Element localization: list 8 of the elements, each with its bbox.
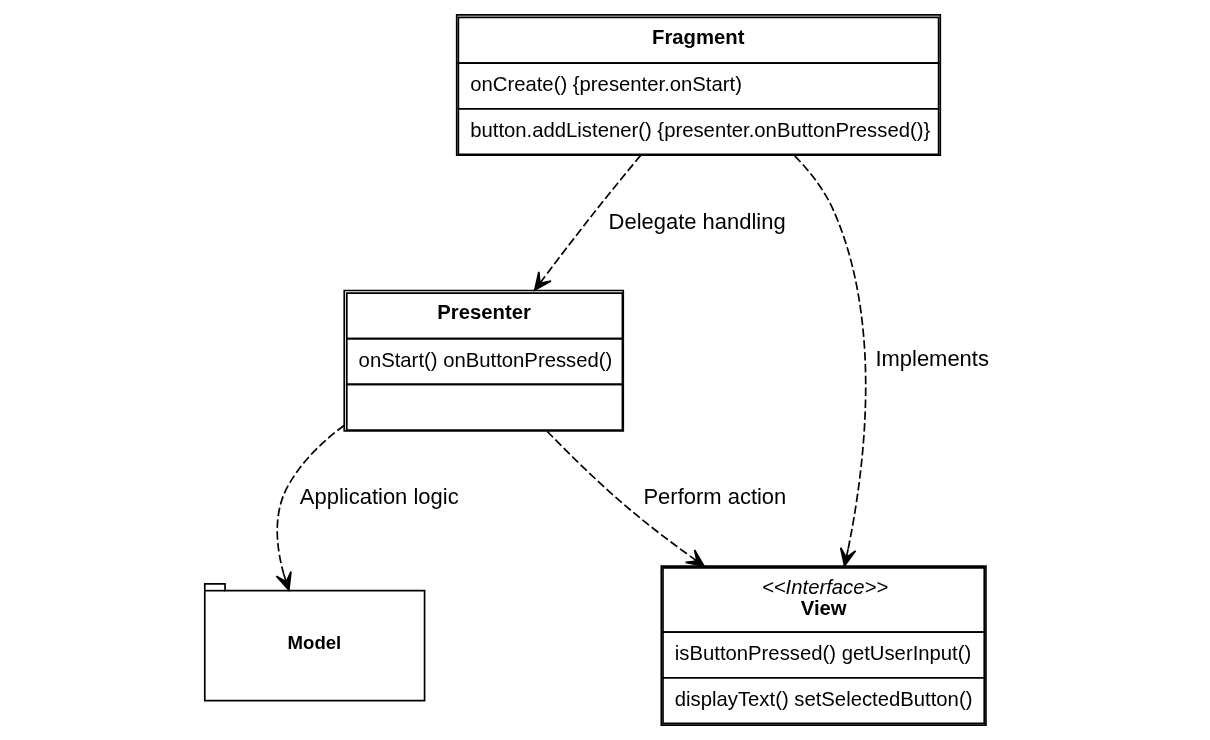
edge-label: Application logic [299,484,459,510]
arrow [793,155,867,567]
arrow [533,154,641,291]
edge-label: Implements [874,346,989,372]
edge-label: Perform action [642,484,786,510]
arrow [545,430,705,567]
arrow [275,424,345,591]
edge-label: Delegate handling [608,208,786,234]
